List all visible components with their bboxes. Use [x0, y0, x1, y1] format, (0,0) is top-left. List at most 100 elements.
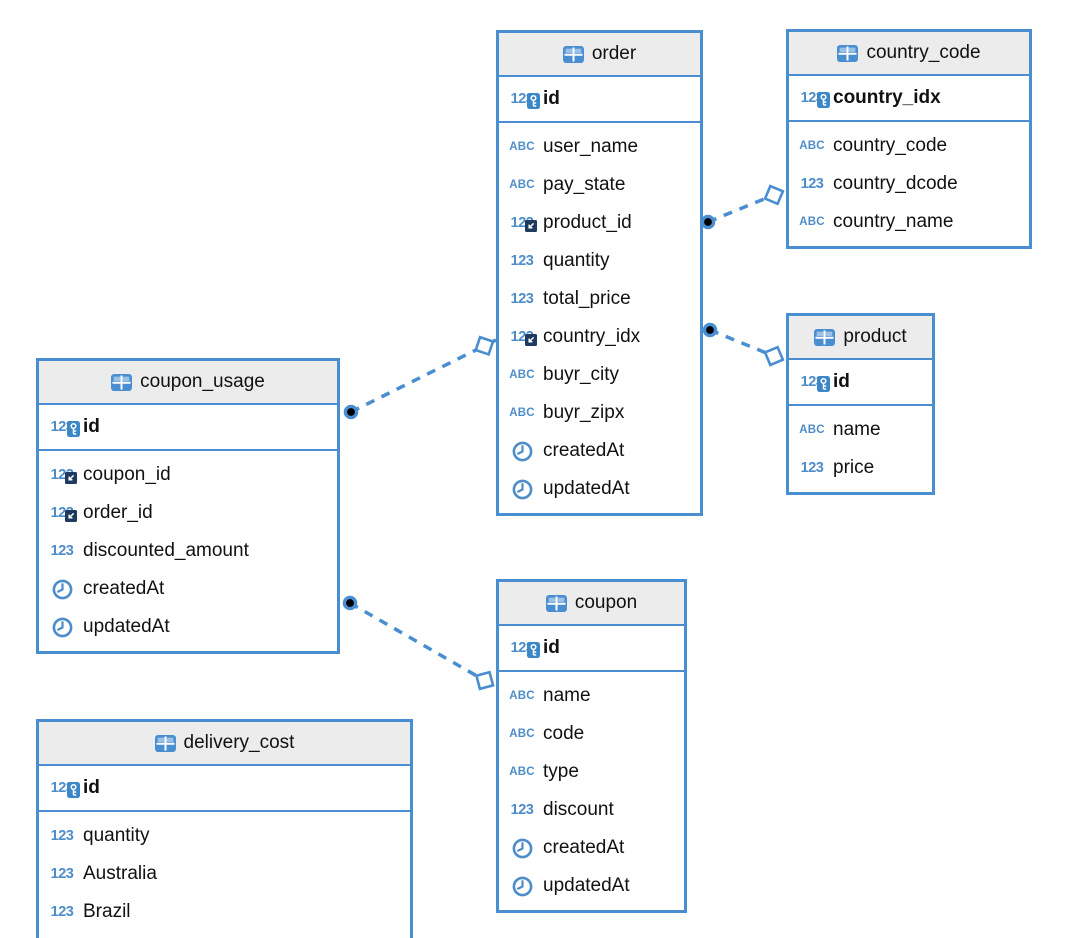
column-name: updatedAt [83, 616, 170, 637]
foreign-key-icon reference-arrow-icon [65, 510, 77, 522]
column-name: code [543, 723, 585, 744]
relationship-line[interactable] [349, 601, 497, 689]
column-row-updatedAt[interactable]: updatedAt [47, 608, 329, 646]
relationship-line[interactable] [709, 328, 787, 363]
dot-endpoint [342, 595, 358, 611]
string-type-icon: ABC [509, 141, 535, 153]
column-row-updatedAt[interactable]: updatedAt [507, 470, 692, 508]
relationship-coupon_usage-to-order[interactable] [343, 335, 497, 420]
numeric-type-icon: 123 [50, 866, 74, 882]
column-row-createdAt[interactable]: createdAt [47, 570, 329, 608]
table-grid-icon [562, 45, 584, 63]
string-type-icon: ABC [799, 424, 825, 436]
column-name: country_code [833, 135, 948, 156]
column-row-createdAt[interactable]: createdAt [507, 829, 676, 867]
table-title: product [843, 326, 907, 347]
relationship-line[interactable] [350, 338, 497, 414]
string-type-icon: ABC [509, 690, 535, 702]
column-name: country_dcode [833, 173, 958, 194]
relationship-line[interactable] [707, 188, 787, 224]
column-name: buyr_zipx [543, 402, 625, 423]
column-row-name[interactable]: ABC name [507, 677, 676, 715]
table-grid-icon [545, 594, 567, 612]
table-grid-icon [111, 373, 133, 391]
column-row-createdAt[interactable]: createdAt [507, 432, 692, 470]
relationship-coupon_usage-to-coupon[interactable] [342, 595, 497, 691]
dot-endpoint [702, 322, 718, 338]
column-name: discount [543, 799, 614, 820]
datetime-type-icon clock-icon [512, 838, 532, 858]
foreign-key-icon reference-arrow-icon [525, 334, 537, 346]
column-name: id [543, 88, 560, 109]
table-title: coupon_usage [140, 371, 265, 392]
datetime-type-icon clock-icon [512, 441, 532, 461]
dot-endpoint [343, 404, 359, 420]
foreign-key-icon reference-arrow-icon [65, 472, 77, 484]
primary-key-icon [817, 92, 830, 108]
table-title: order [591, 43, 637, 64]
string-type-icon: ABC [509, 766, 535, 778]
column-row-updatedAt[interactable]: updatedAt [507, 867, 676, 905]
column-name: id [833, 371, 850, 392]
relationship-order-to-country_code[interactable] [700, 184, 787, 230]
column-name: country_idx [833, 87, 941, 108]
primary-key-icon [67, 421, 80, 437]
column-name: createdAt [543, 837, 625, 858]
table-header-coupon[interactable]: coupon [499, 582, 684, 626]
table-header-delivery_cost[interactable]: delivery_cost [39, 722, 410, 766]
table-header-coupon_usage[interactable]: coupon_usage [39, 361, 337, 405]
table-header-country_code[interactable]: country_code [789, 32, 1029, 76]
relationship-order-to-product[interactable] [702, 322, 787, 367]
column-name: updatedAt [543, 875, 630, 896]
table-header-order[interactable]: order [499, 33, 700, 77]
table-grid-icon [837, 44, 859, 62]
numeric-type-icon: 123 [510, 291, 534, 307]
datetime-type-icon clock-icon [52, 617, 72, 637]
table-title: delivery_cost [183, 732, 295, 753]
primary-key-icon [527, 642, 540, 658]
primary-key-icon [817, 376, 830, 392]
column-name: name [543, 685, 591, 706]
table-header-product[interactable]: product [789, 316, 932, 360]
